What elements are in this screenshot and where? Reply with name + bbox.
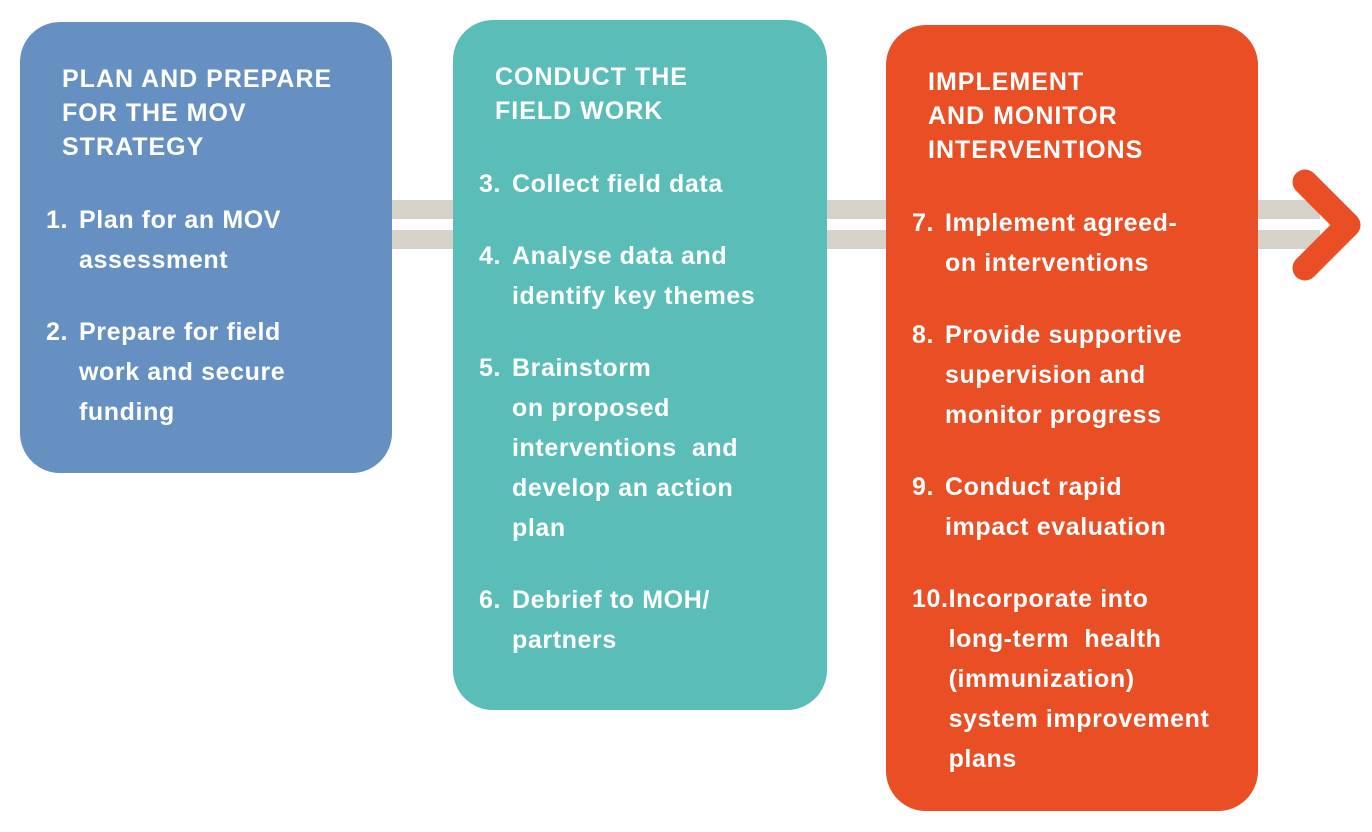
stage-item: 8. Provide supportive supervision and mo… [912,315,1242,435]
stage-box-plan-prepare: PLAN AND PREPARE FOR THE MOV STRATEGY 1.… [20,22,392,473]
item-text: Analyse data and identify key themes [512,242,756,310]
item-text: Plan for an MOV assessment [79,206,282,274]
item-text: Conduct rapid impact evaluation [945,473,1167,541]
stage-item: 3. Collect field data [479,164,811,204]
stage-box-conduct-field-work: CONDUCT THE FIELD WORK 3. Collect field … [453,20,827,710]
item-number: 3. [479,170,502,198]
stage-item: 9. Conduct rapid impact evaluation [912,467,1242,547]
stage-box-implement-monitor: IMPLEMENT AND MONITOR INTERVENTIONS 7. I… [886,25,1258,811]
item-number: 8. [912,321,935,349]
item-number: 9. [912,473,935,501]
item-number: 7. [912,209,935,237]
item-text: Implement agreed- on interventions [945,209,1178,277]
item-number: 1. [46,206,69,234]
item-text: Incorporate into long-term health (immun… [948,585,1210,773]
item-text: Collect field data [512,170,723,198]
item-text: Debrief to MOH/ partners [512,586,710,654]
stage-item: 4. Analyse data and identify key themes [479,236,811,316]
stage-item: 2. Prepare for field work and secure fun… [46,312,376,432]
stage-item: 5. Brainstorm on proposed interventions … [479,348,811,548]
item-number: 4. [479,242,502,270]
item-number: 6. [479,586,502,614]
item-number: 10. [912,585,949,613]
stage-header: IMPLEMENT AND MONITOR INTERVENTIONS [928,68,1144,164]
stage-header: CONDUCT THE FIELD WORK [495,63,688,125]
item-text: Prepare for field work and secure fundin… [79,318,286,426]
stage-item-list: 3. Collect field data 4. Analyse data an… [479,164,811,660]
stage-item: 7. Implement agreed- on interventions [912,203,1242,283]
stage-header: PLAN AND PREPARE FOR THE MOV STRATEGY [62,65,333,161]
item-number: 2. [46,318,69,346]
item-text: Provide supportive supervision and monit… [945,321,1183,429]
stage-item: 1. Plan for an MOV assessment [46,200,376,280]
arrow-right-icon [1292,169,1361,281]
stage-item-list: 1. Plan for an MOV assessment 2. Prepare… [46,200,376,432]
item-number: 5. [479,354,502,382]
stage-item-list: 7. Implement agreed- on interventions 8.… [912,203,1242,779]
stage-item: 6. Debrief to MOH/ partners [479,580,811,660]
stage-item: 10. Incorporate into long-term health (i… [912,579,1242,779]
item-text: Brainstorm on proposed interventions and… [512,354,739,542]
